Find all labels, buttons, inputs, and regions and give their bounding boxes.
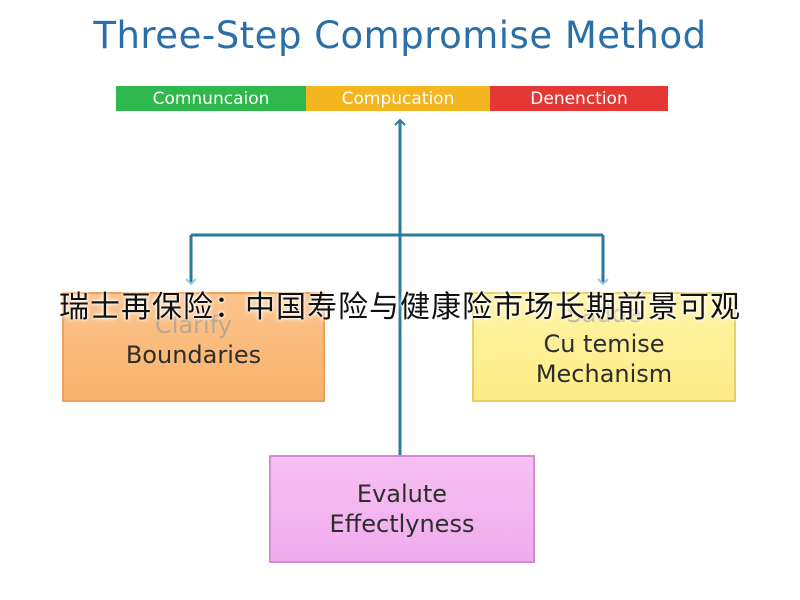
box-line: Boundaries xyxy=(125,341,262,369)
box-line-faded: Clarify xyxy=(155,311,232,339)
box-line: Evalute xyxy=(356,480,448,508)
status-bar-communication: Comnuncaion xyxy=(116,86,306,111)
overlay-caption: 瑞士再保险：中国寿险与健康险市场长期前景可观 xyxy=(59,290,741,325)
box-line: Mechanism xyxy=(535,360,673,388)
evaluate-effectiveness-box: Evalute Effectlyness xyxy=(269,455,535,563)
diagram-title: Three-Step Compromise Method xyxy=(93,14,707,57)
box-line: Effectlyness xyxy=(329,510,475,538)
status-bar-compucation: Compucation xyxy=(306,86,490,111)
clarify-boundaries-box: Clarify Boundaries xyxy=(62,292,325,402)
box-line-faded: Sadde xyxy=(566,300,642,328)
customise-mechanism-box: Sadde Cu temise Mechanism xyxy=(472,292,736,402)
status-bar-denenction: Denenction xyxy=(490,86,668,111)
box-line: Cu temise xyxy=(543,330,665,358)
